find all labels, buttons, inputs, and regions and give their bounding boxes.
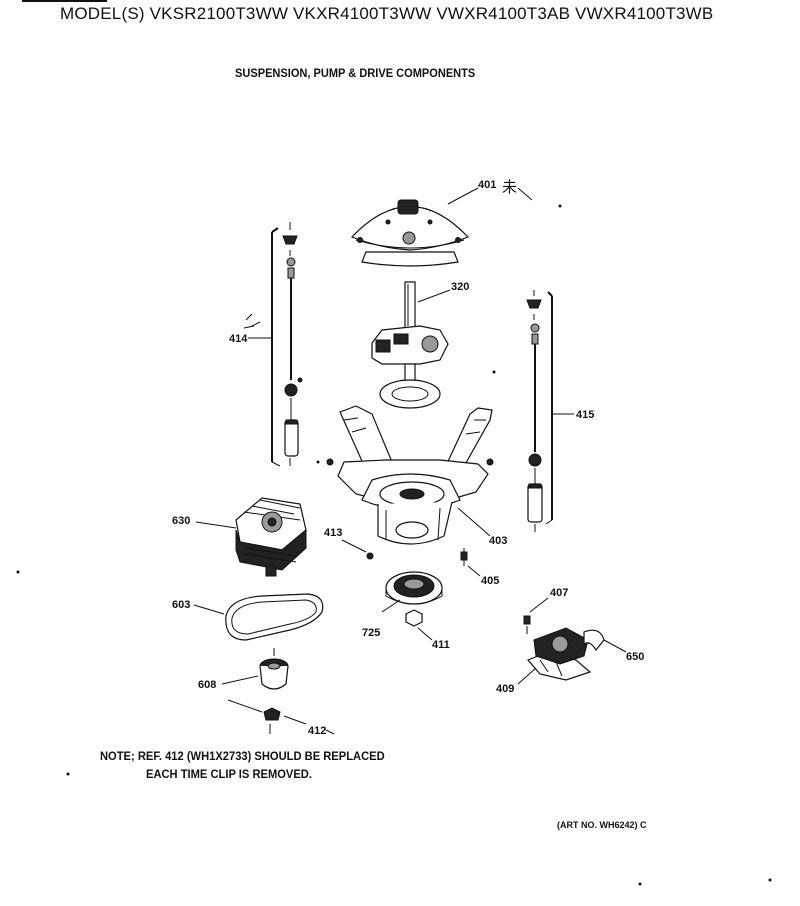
label-405: 405 [481, 575, 499, 587]
replacement-note-line-1: NOTE; REF. 412 (WH1X2733) SHOULD BE REPL… [100, 749, 385, 763]
label-320: 320 [451, 281, 469, 293]
leader-630 [195, 521, 237, 529]
model-list-title: MODEL(S) VKSR2100T3WW VKXR4100T3WW VWXR4… [60, 4, 714, 23]
speck [558, 204, 562, 208]
replacement-note-line-2: EACH TIME CLIP IS REMOVED. [146, 767, 312, 781]
base-frame-403 [326, 405, 494, 545]
leader-320 [417, 289, 451, 303]
label-401: 401 [478, 179, 496, 191]
diagram-subtitle: SUSPENSION, PUMP & DRIVE COMPONENTS [235, 66, 476, 80]
label-411: 411 [432, 639, 450, 651]
label-603: 603 [172, 599, 190, 611]
label-409: 409 [496, 683, 514, 695]
leader-401 [447, 187, 479, 205]
leader-725 [381, 599, 401, 613]
art-number: (ART NO. WH6242) C [557, 820, 647, 830]
handwritten-mark: 未 [502, 179, 517, 196]
scribble-mark [243, 313, 261, 329]
speck [16, 570, 20, 574]
leader-409 [517, 667, 537, 685]
motor-630 [235, 497, 307, 577]
speck [768, 878, 772, 882]
label-630: 630 [172, 515, 190, 527]
leader-608 [221, 675, 259, 685]
suspension-rod-414 [271, 222, 303, 467]
screw-413 [341, 539, 374, 560]
nut-411 [405, 609, 433, 641]
motor-pulley-608 [259, 648, 289, 690]
speck [316, 460, 320, 464]
leader-603 [193, 604, 225, 615]
pump-650 [526, 627, 605, 681]
speck [66, 772, 70, 776]
header-rule [22, 0, 107, 2]
speck [638, 882, 642, 886]
pulley-725 [385, 571, 443, 605]
label-407: 407 [550, 587, 568, 599]
leader-403 [457, 507, 491, 537]
screw-405 [460, 548, 481, 577]
leader-650 [603, 639, 627, 653]
transmission-320 [371, 281, 449, 409]
suspension-rod-415 [526, 290, 553, 532]
speck [492, 370, 496, 374]
stray-mark [517, 187, 533, 201]
agitator-drive-cover-401 [350, 199, 470, 267]
label-650: 650 [626, 651, 644, 663]
label-414: 414 [229, 333, 248, 345]
label-403: 403 [489, 535, 507, 547]
label-725: 725 [362, 627, 380, 639]
clip-412 [227, 699, 335, 735]
drive-belt-603 [225, 593, 324, 641]
screw-407 [523, 597, 549, 634]
label-412: 412 [308, 725, 326, 737]
label-608: 608 [198, 679, 216, 691]
label-415: 415 [576, 409, 594, 421]
label-413: 413 [324, 527, 342, 539]
